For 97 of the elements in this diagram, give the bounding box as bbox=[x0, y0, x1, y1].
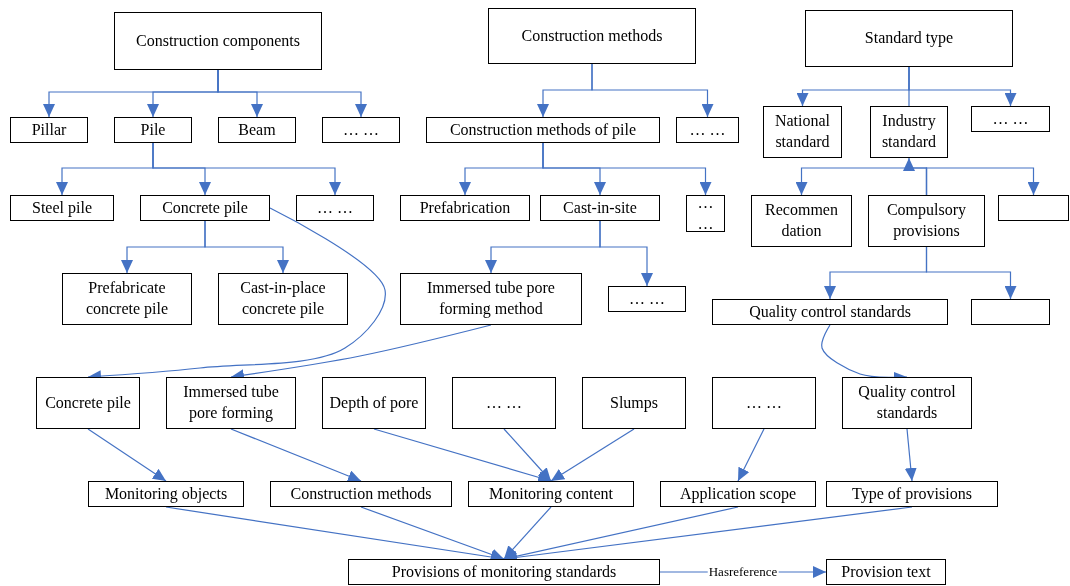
arrow bbox=[904, 428, 917, 482]
node-text: Monitoring content bbox=[489, 483, 613, 505]
node-text: Quality control standards bbox=[749, 301, 911, 323]
node-text: Industry standard bbox=[880, 111, 938, 152]
process-box bbox=[10, 195, 114, 221]
node-text: Depth of pore bbox=[329, 392, 419, 414]
node-text: Provisions of monitoring standards bbox=[391, 561, 617, 583]
process-box bbox=[751, 195, 852, 247]
node-text: Immersed tube pore forming method bbox=[426, 278, 556, 320]
arrow bbox=[591, 63, 714, 118]
node-text: … … bbox=[696, 192, 715, 234]
node-text: Immersed tube pore forming bbox=[182, 382, 280, 424]
process-box bbox=[10, 117, 88, 143]
node-text: … … bbox=[486, 392, 522, 413]
node-text: Application scope bbox=[680, 483, 796, 505]
process-box bbox=[114, 12, 322, 70]
arrow bbox=[550, 428, 635, 482]
node-text: Quality control standards bbox=[857, 382, 957, 423]
process-box bbox=[400, 195, 530, 221]
node-text: Recommen dation bbox=[764, 200, 839, 241]
arrow bbox=[152, 142, 341, 196]
process-box bbox=[608, 286, 686, 312]
node-text: … … bbox=[746, 392, 782, 413]
node-text: … … bbox=[343, 119, 379, 140]
arrow bbox=[925, 167, 1040, 196]
arrow bbox=[908, 66, 1017, 107]
arrow bbox=[503, 428, 552, 482]
process-box bbox=[452, 377, 556, 429]
arrow bbox=[204, 220, 289, 274]
process-box bbox=[400, 273, 582, 325]
process-box bbox=[676, 117, 739, 143]
empty-box bbox=[998, 195, 1069, 221]
node-text: Steel pile bbox=[32, 197, 92, 219]
arrow bbox=[737, 428, 765, 482]
node-text: Compulsory provisions bbox=[885, 200, 968, 242]
process-box bbox=[348, 559, 660, 585]
process-box bbox=[468, 481, 634, 507]
process-box bbox=[166, 377, 296, 429]
process-box bbox=[114, 117, 192, 143]
node-text: Type of provisions bbox=[852, 483, 972, 505]
node-text: National standard bbox=[773, 111, 832, 152]
arrow bbox=[599, 220, 653, 287]
process-box bbox=[712, 377, 816, 429]
process-box bbox=[826, 559, 946, 585]
node-text: … … bbox=[629, 288, 665, 309]
node-text: Slumps bbox=[610, 392, 658, 414]
node-text: Prefabricate concrete pile bbox=[84, 278, 170, 320]
node-text: Pillar bbox=[31, 119, 67, 140]
node-text: Monitoring objects bbox=[104, 483, 228, 505]
process-box bbox=[686, 195, 725, 232]
node-text: Provision text bbox=[841, 561, 931, 582]
node-text: Construction components bbox=[136, 30, 300, 52]
process-box bbox=[322, 117, 400, 143]
process-box bbox=[36, 377, 140, 429]
arrow bbox=[925, 246, 1017, 300]
process-box bbox=[971, 106, 1050, 132]
process-box bbox=[218, 273, 348, 325]
process-box bbox=[426, 117, 660, 143]
node-text: … … bbox=[317, 197, 353, 218]
process-box bbox=[62, 273, 192, 325]
process-box bbox=[218, 117, 296, 143]
node-text: Cast-in-place concrete pile bbox=[239, 278, 327, 320]
process-box bbox=[842, 377, 972, 429]
node-text: Construction methods bbox=[521, 25, 663, 46]
process-box bbox=[270, 481, 452, 507]
process-box bbox=[88, 481, 244, 507]
process-box bbox=[540, 195, 660, 221]
node-text: Construction methods bbox=[290, 483, 432, 504]
arrow bbox=[360, 506, 505, 561]
arrow bbox=[87, 428, 167, 482]
arrow bbox=[542, 142, 712, 196]
arrow bbox=[217, 69, 367, 118]
process-box bbox=[826, 481, 998, 507]
node-text: Pile bbox=[140, 119, 166, 140]
process-box bbox=[582, 377, 686, 429]
node-text: Beam bbox=[238, 119, 276, 140]
arrow bbox=[503, 506, 552, 560]
process-box bbox=[660, 481, 816, 507]
process-box bbox=[140, 195, 270, 221]
process-box bbox=[322, 377, 426, 429]
node-text: Standard type bbox=[864, 28, 954, 49]
node-text: Cast-in-site bbox=[563, 197, 637, 218]
node-text: … … bbox=[689, 119, 726, 140]
process-box bbox=[763, 106, 842, 158]
node-text: Construction methods of pile bbox=[449, 119, 637, 141]
process-box bbox=[805, 10, 1013, 67]
node-text: Concrete pile bbox=[162, 197, 248, 219]
arrow bbox=[230, 428, 362, 482]
process-box bbox=[296, 195, 374, 221]
process-box bbox=[488, 8, 696, 64]
process-box bbox=[870, 106, 948, 158]
process-box bbox=[712, 299, 948, 325]
node-text: Prefabrication bbox=[419, 197, 511, 218]
empty-box bbox=[971, 299, 1050, 325]
process-box bbox=[868, 195, 985, 247]
node-text: … … bbox=[992, 108, 1029, 129]
node-text: Concrete pile bbox=[45, 392, 131, 414]
